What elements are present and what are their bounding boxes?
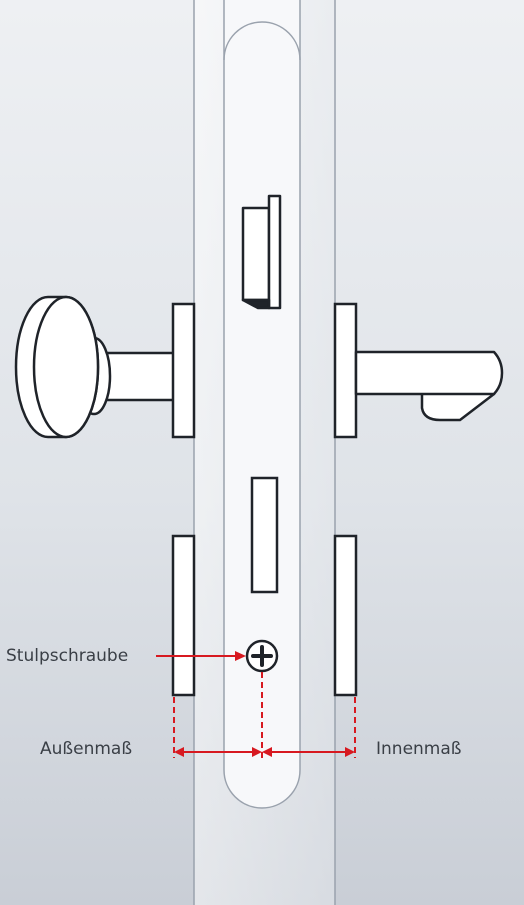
stulpschraube-label: Stulpschraube: [6, 646, 129, 666]
inner-upper-rosette: [333, 302, 358, 439]
outer-lower-rosette: [171, 534, 196, 697]
phillips-screw-icon: [245, 639, 279, 673]
faceplate-top-rounding: [223, 21, 301, 61]
aussenmass-label: Außenmaß: [40, 739, 133, 759]
inner-lever-handle: [354, 350, 504, 422]
bolt-slot: [250, 476, 279, 594]
dimension-lines: [156, 651, 356, 758]
innenmass-label: Innenmaß: [376, 739, 462, 759]
latch-bolt: [241, 194, 282, 310]
inner-lower-rosette: [333, 534, 358, 697]
outer-upper-rosette: [171, 302, 196, 439]
arrow-head-icon: [235, 651, 246, 661]
